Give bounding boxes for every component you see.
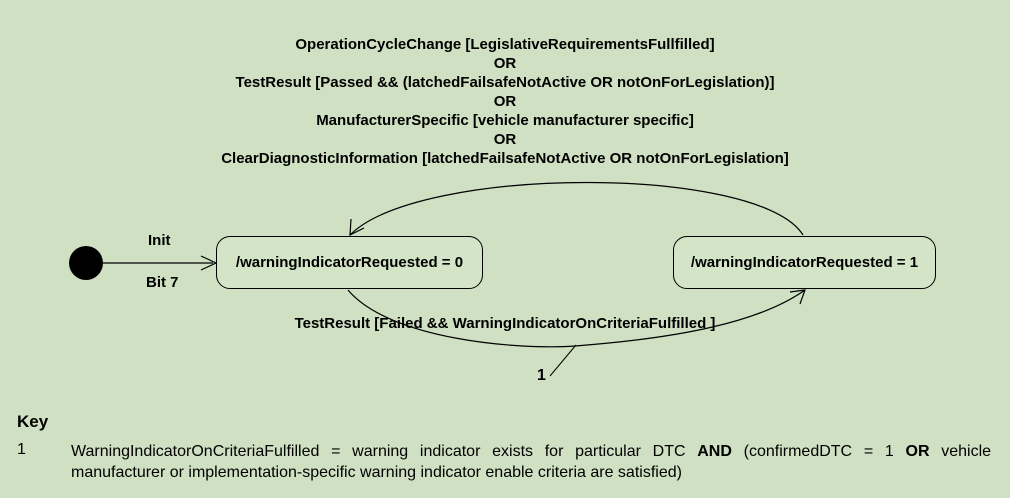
back-condition-line-2: OR — [493, 55, 517, 72]
state-indicator-on: /warningIndicatorRequested = 1 — [673, 236, 936, 289]
back-condition-line-1: OperationCycleChange [LegislativeRequire… — [295, 36, 715, 53]
key-text-a: WarningIndicatorOnCriteriaFulfilled = wa… — [71, 443, 698, 460]
key-and: AND — [697, 443, 732, 460]
callout-leader — [549, 344, 577, 377]
back-transition-arc — [349, 181, 804, 236]
callout-number: 1 — [537, 367, 546, 384]
back-transition-arrowhead — [349, 218, 365, 237]
key-title: Key — [17, 412, 49, 431]
key-text-c: vehicle manufacturer or implementation-s… — [71, 443, 992, 481]
key-or: OR — [905, 443, 930, 460]
forward-transition-arrowhead — [789, 289, 806, 305]
initial-state-dot — [69, 246, 103, 280]
bit7-label: Bit 7 — [146, 274, 179, 291]
key-text-b: (confirmedDTC = 1 — [731, 443, 906, 460]
back-condition-line-4: OR — [493, 93, 517, 110]
back-condition-line-3: TestResult [Passed && (latchedFailsafeNo… — [235, 74, 775, 91]
key-item-number: 1 — [17, 441, 26, 458]
init-label: Init — [148, 232, 171, 249]
back-condition-line-6: OR — [493, 131, 517, 148]
back-condition-line-7: ClearDiagnosticInformation [latchedFails… — [221, 150, 789, 167]
forward-condition: TestResult [Failed && WarningIndicatorOn… — [294, 315, 716, 332]
back-condition-line-5: ManufacturerSpecific [vehicle manufactur… — [316, 112, 694, 129]
key-item-text: WarningIndicatorOnCriteriaFulfilled = wa… — [71, 441, 991, 483]
state-indicator-off: /warningIndicatorRequested = 0 — [216, 236, 483, 289]
